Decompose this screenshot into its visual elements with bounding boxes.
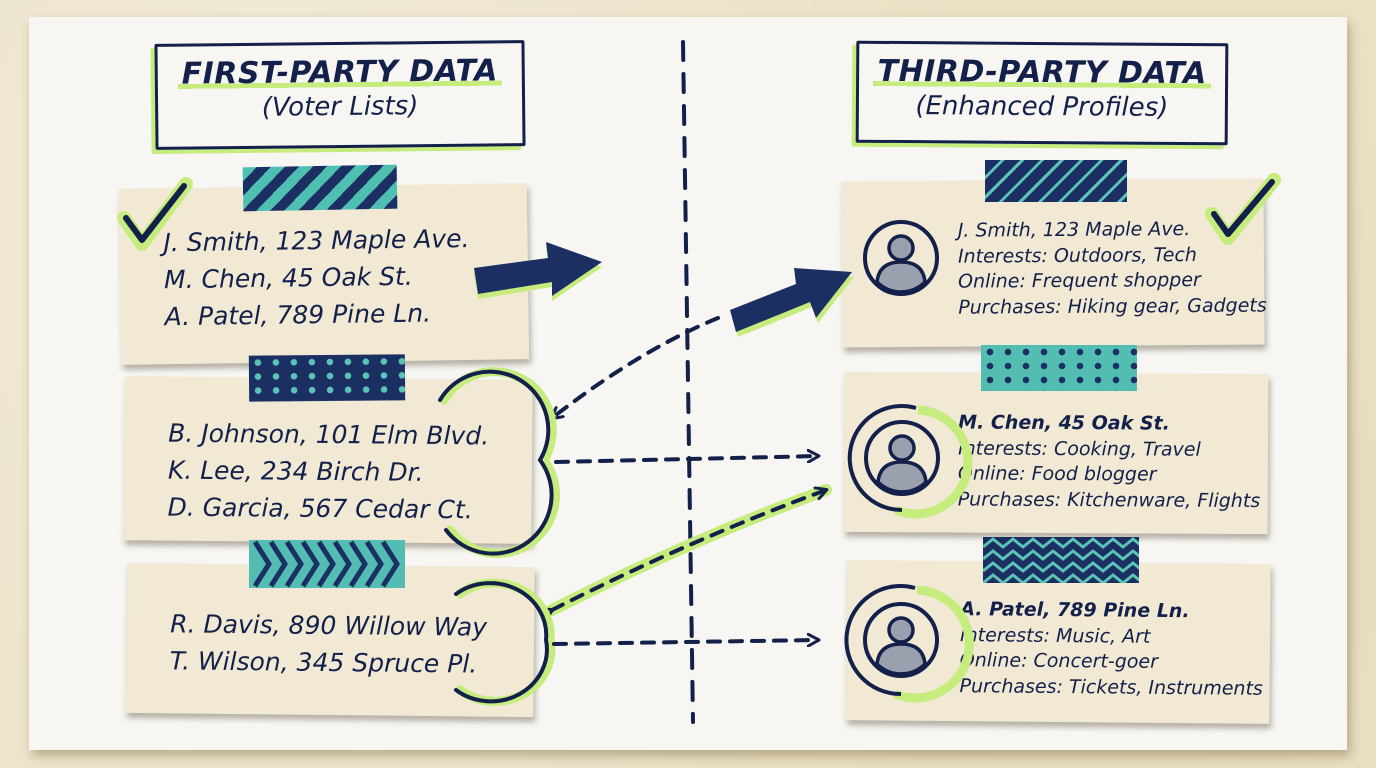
profile-purchases: Purchases: Kitchenware, Flights <box>957 487 1261 512</box>
voter-entry: M. Chen, 45 Oak St. <box>163 261 413 295</box>
profile-name: J. Smith, 123 Maple Ave. <box>957 218 1191 242</box>
third-party-title: THIRD-PARTY DATA <box>873 53 1211 92</box>
voter-entry: T. Wilson, 345 Spruce Pl. <box>169 646 478 679</box>
third-party-header: THIRD-PARTY DATA (Enhanced Profiles) <box>855 40 1229 146</box>
profile-online: Online: Frequent shopper <box>958 268 1201 293</box>
chevron-pattern <box>252 540 400 588</box>
enhanced-profile-card-2: M. Chen, 45 Oak St. Interests: Cooking, … <box>843 371 1269 535</box>
tape-chevron <box>249 540 405 588</box>
tape-polka-dots <box>248 354 406 402</box>
profile-interests: Interests: Cooking, Travel <box>957 436 1201 461</box>
voter-entry: K. Lee, 234 Birch Dr. <box>167 455 424 487</box>
voter-entry: J. Smith, 123 Maple Ave. <box>163 223 470 258</box>
voter-entry: B. Johnson, 101 Elm Blvd. <box>168 418 490 451</box>
profile-purchases: Purchases: Tickets, Instruments <box>959 674 1263 700</box>
third-party-subtitle: (Enhanced Profiles) <box>915 91 1169 123</box>
voter-entry: A. Patel, 789 Pine Ln. <box>164 298 432 332</box>
profile-interests: Interests: Music, Art <box>959 623 1151 648</box>
tape-zigzag <box>983 537 1139 583</box>
profile-name: A. Patel, 789 Pine Ln. <box>960 598 1190 623</box>
profile-online: Online: Food blogger <box>957 462 1157 486</box>
enhanced-profile-card-3: A. Patel, 789 Pine Ln. Interests: Music,… <box>845 560 1271 724</box>
voter-entry: R. Davis, 890 Willow Way <box>170 609 488 642</box>
profile-name: M. Chen, 45 Oak St. <box>958 411 1170 435</box>
zigzag-pattern <box>983 537 1139 583</box>
first-party-subtitle: (Voter Lists) <box>261 91 419 123</box>
profile-online: Online: Concert-goer <box>959 649 1159 673</box>
tape-diagonal-stripes <box>985 160 1127 202</box>
first-party-header: FIRST-PARTY DATA (Voter Lists) <box>154 40 526 150</box>
voter-entry: D. Garcia, 567 Cedar Ct. <box>167 492 473 525</box>
profile-purchases: Purchases: Hiking gear, Gadgets <box>958 294 1267 319</box>
first-party-title: FIRST-PARTY DATA <box>177 53 503 92</box>
enhanced-profile-card-1: J. Smith, 123 Maple Ave. Interests: Outd… <box>841 178 1267 348</box>
tape-diagonal-stripes <box>242 164 398 212</box>
tape-polka-dots <box>981 345 1137 391</box>
voter-list-card-1: J. Smith, 123 Maple Ave. M. Chen, 45 Oak… <box>118 183 530 365</box>
profile-interests: Interests: Outdoors, Tech <box>957 243 1197 268</box>
voter-list-card-2: B. Johnson, 101 Elm Blvd. K. Lee, 234 Bi… <box>123 376 533 544</box>
